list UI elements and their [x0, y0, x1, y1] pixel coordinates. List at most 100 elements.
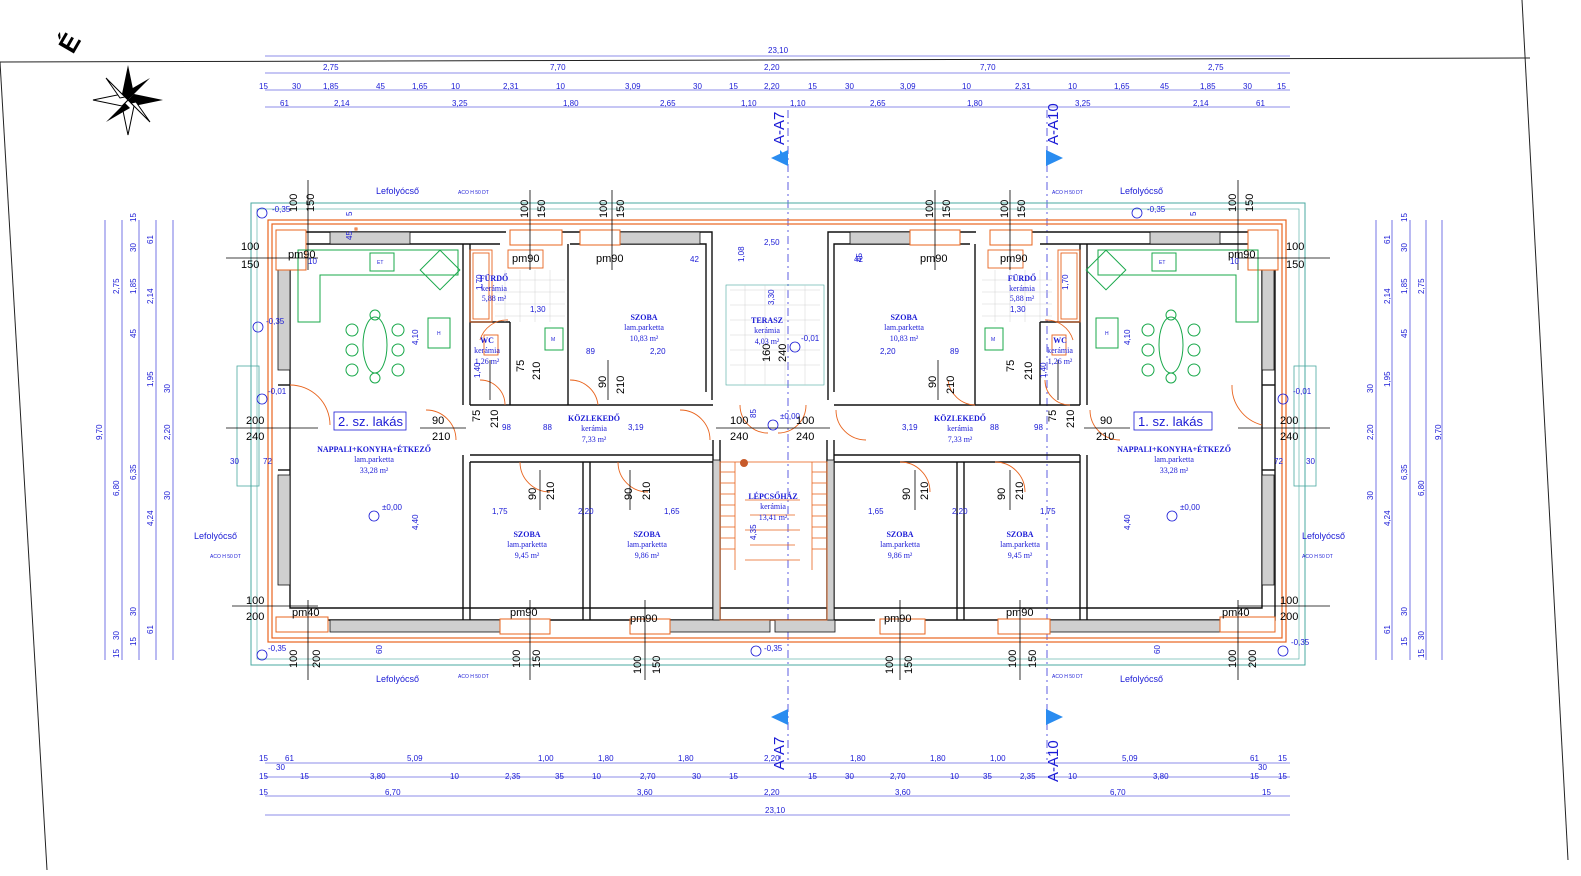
- svg-text:210: 210: [531, 362, 543, 380]
- svg-text:-0,35: -0,35: [1291, 638, 1310, 647]
- svg-text:100: 100: [519, 200, 531, 218]
- windows: [275, 227, 1279, 635]
- svg-text:4,10: 4,10: [1123, 329, 1132, 345]
- svg-text:M: M: [551, 337, 555, 343]
- dim-top3-11: 61: [1256, 99, 1265, 108]
- dim-bot2-14: 35: [983, 772, 992, 781]
- svg-text:10: 10: [308, 257, 317, 266]
- svg-text:200: 200: [246, 611, 264, 623]
- svg-text:±0,00: ±0,00: [382, 503, 403, 512]
- svg-text:240: 240: [1280, 431, 1298, 443]
- drain-label-tl: Lefolyócső: [376, 186, 419, 196]
- dim-bot3-3: 2,20: [764, 788, 780, 797]
- svg-text:150: 150: [1016, 200, 1028, 218]
- dim-bot1-7: 1,80: [850, 754, 866, 763]
- svg-text:-0,01: -0,01: [1293, 387, 1312, 396]
- svg-text:1,40: 1,40: [1039, 362, 1048, 378]
- dim-bot2-18: 15: [1250, 772, 1259, 781]
- svg-text:-0,35: -0,35: [268, 644, 287, 653]
- dim-top1-1: 7,70: [550, 63, 566, 72]
- dim-top3-8: 1,80: [967, 99, 983, 108]
- svg-text:pm90: pm90: [510, 607, 538, 619]
- svg-text:pm90: pm90: [512, 253, 540, 265]
- dim-bot2-13: 10: [950, 772, 959, 781]
- svg-text:4,03 m²: 4,03 m²: [755, 337, 780, 346]
- svg-text:100: 100: [288, 650, 300, 668]
- dim-top2-3: 45: [376, 82, 385, 91]
- dim-top3-4: 2,65: [660, 99, 676, 108]
- svg-text:SZOBA: SZOBA: [630, 313, 657, 322]
- svg-text:4,24: 4,24: [146, 510, 155, 526]
- svg-text:210: 210: [945, 376, 957, 394]
- svg-text:89: 89: [950, 347, 959, 356]
- staircase: [719, 459, 828, 621]
- aco-label-br: ACO H 50 DT: [1052, 674, 1083, 680]
- opening-labels: pm90 pm90 pm90 pm90 pm90 pm90 pm40 pm90 …: [288, 249, 1256, 625]
- svg-text:150: 150: [1027, 650, 1039, 668]
- svg-text:lam.parketta: lam.parketta: [880, 540, 920, 549]
- svg-text:2,20: 2,20: [163, 424, 172, 440]
- dim-bot3-0: 15: [259, 788, 268, 797]
- dim-bot2-10: 15: [808, 772, 817, 781]
- aco-label-ml: ACO H 50 DT: [210, 554, 241, 560]
- dim-bot1-5: 1,80: [678, 754, 694, 763]
- svg-text:75: 75: [1047, 410, 1059, 422]
- drain-label-mr: Lefolyócső: [1302, 531, 1345, 541]
- svg-text:9,45 m²: 9,45 m²: [1008, 551, 1033, 560]
- svg-text:89: 89: [586, 347, 595, 356]
- svg-text:1,65: 1,65: [868, 507, 884, 516]
- svg-text:9,86 m²: 9,86 m²: [635, 551, 660, 560]
- dim-bot1-11: 61: [1250, 754, 1259, 763]
- svg-text:1,75: 1,75: [1040, 507, 1056, 516]
- svg-text:1,26 m²: 1,26 m²: [475, 357, 500, 366]
- dim-bot3-6: 15: [1262, 788, 1271, 797]
- dim-bot1-4: 1,80: [598, 754, 614, 763]
- drain-labels: Lefolyócső ACO H 50 DT Lefolyócső ACO H …: [194, 186, 1345, 684]
- dim-top2-14: 3,09: [900, 82, 916, 91]
- dim-bot2-8: 30: [692, 772, 701, 781]
- svg-text:-0,35: -0,35: [266, 317, 285, 326]
- svg-text:90: 90: [432, 415, 444, 427]
- dim-bot1-12: 15: [1278, 754, 1287, 763]
- svg-text:150: 150: [305, 194, 317, 212]
- dimension-texts-top: 23,10 2,75 7,70 2,20 7,70 2,75 15 30 1,8…: [259, 46, 1286, 108]
- svg-text:30: 30: [1400, 243, 1409, 252]
- svg-text:kerámia: kerámia: [754, 326, 780, 335]
- dim-top2-9: 30: [693, 82, 702, 91]
- svg-text:NAPPALI+KONYHA+ÉTKEZŐ: NAPPALI+KONYHA+ÉTKEZŐ: [317, 444, 431, 454]
- dim-top2-20: 1,85: [1200, 82, 1216, 91]
- svg-text:45: 45: [855, 253, 864, 262]
- svg-text:H: H: [437, 331, 441, 337]
- svg-text:33,28 m²: 33,28 m²: [1160, 466, 1189, 475]
- dim-top1-3: 7,70: [980, 63, 996, 72]
- svg-text:1,70: 1,70: [475, 274, 484, 290]
- dim-top2-0: 15: [259, 82, 268, 91]
- svg-text:210: 210: [1065, 410, 1077, 428]
- apartment-1-label: 1. sz. lakás: [1138, 414, 1204, 429]
- svg-text:100: 100: [884, 656, 896, 674]
- dim-bot2-1: 15: [300, 772, 309, 781]
- svg-text:150: 150: [1244, 194, 1256, 212]
- svg-text:3,30: 3,30: [767, 289, 776, 305]
- svg-text:15: 15: [1400, 213, 1409, 222]
- svg-text:2,20: 2,20: [578, 507, 594, 516]
- svg-text:30: 30: [129, 607, 138, 616]
- dimension-texts-left: 15 61 30 2,75 1,85 2,14 45 1,95 30 2,20 …: [95, 213, 172, 658]
- svg-text:61: 61: [146, 625, 155, 634]
- svg-text:30: 30: [163, 491, 172, 500]
- svg-text:1,85: 1,85: [129, 278, 138, 294]
- svg-text:5,88 m²: 5,88 m²: [482, 294, 507, 303]
- svg-text:1,75: 1,75: [492, 507, 508, 516]
- svg-text:1,65: 1,65: [664, 507, 680, 516]
- svg-text:90: 90: [901, 488, 913, 500]
- dim-top2-18: 1,65: [1114, 82, 1130, 91]
- dim-bot1-9: 1,00: [990, 754, 1006, 763]
- section-label-bottom-left: A-A7: [771, 737, 788, 770]
- section-label-bottom-right: A-A10: [1045, 740, 1062, 782]
- dim-bot1-0: 15: [259, 754, 268, 763]
- svg-text:FÜRDŐ: FÜRDŐ: [480, 273, 508, 283]
